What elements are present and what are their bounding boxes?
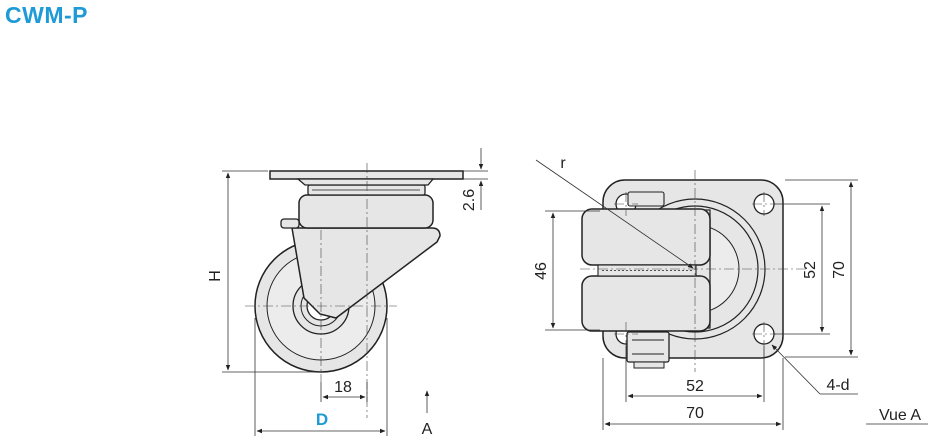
dim-18-label: 18: [334, 379, 352, 396]
dim-70-vertical-label: 70: [831, 261, 848, 279]
side-view: H 2.6 18 D A: [207, 148, 488, 438]
dim-52-horizontal-label: 52: [686, 378, 704, 395]
wheel-upper: [581, 208, 711, 266]
view-a-caption: Vue A: [879, 407, 921, 424]
dim-2-6-label: 2.6: [461, 189, 478, 211]
dim-4d-label: 4-d: [826, 377, 849, 394]
axle-nut: [626, 331, 670, 363]
side-lug: [280, 218, 300, 229]
fork-bracket: [291, 227, 441, 319]
radius-leader: [535, 159, 694, 269]
dim-52-vertical-label: 52: [802, 261, 819, 279]
top-plate: [269, 170, 464, 180]
dim-d-label: D: [316, 410, 328, 429]
page-title: CWM-P: [5, 2, 88, 28]
dim-70-horizontal-label: 70: [686, 405, 704, 422]
dim-46-label: 46: [533, 262, 550, 280]
view-a-arrow-label: A: [422, 421, 433, 438]
view-a: r 46 52 70 52 70 4-d Vue A: [533, 155, 928, 430]
dim-h-label: H: [207, 270, 224, 282]
hole-callout-leader: [771, 344, 821, 395]
swivel-housing: [298, 194, 434, 229]
dim-r-label: r: [560, 155, 566, 172]
wheel-lower: [581, 275, 711, 332]
